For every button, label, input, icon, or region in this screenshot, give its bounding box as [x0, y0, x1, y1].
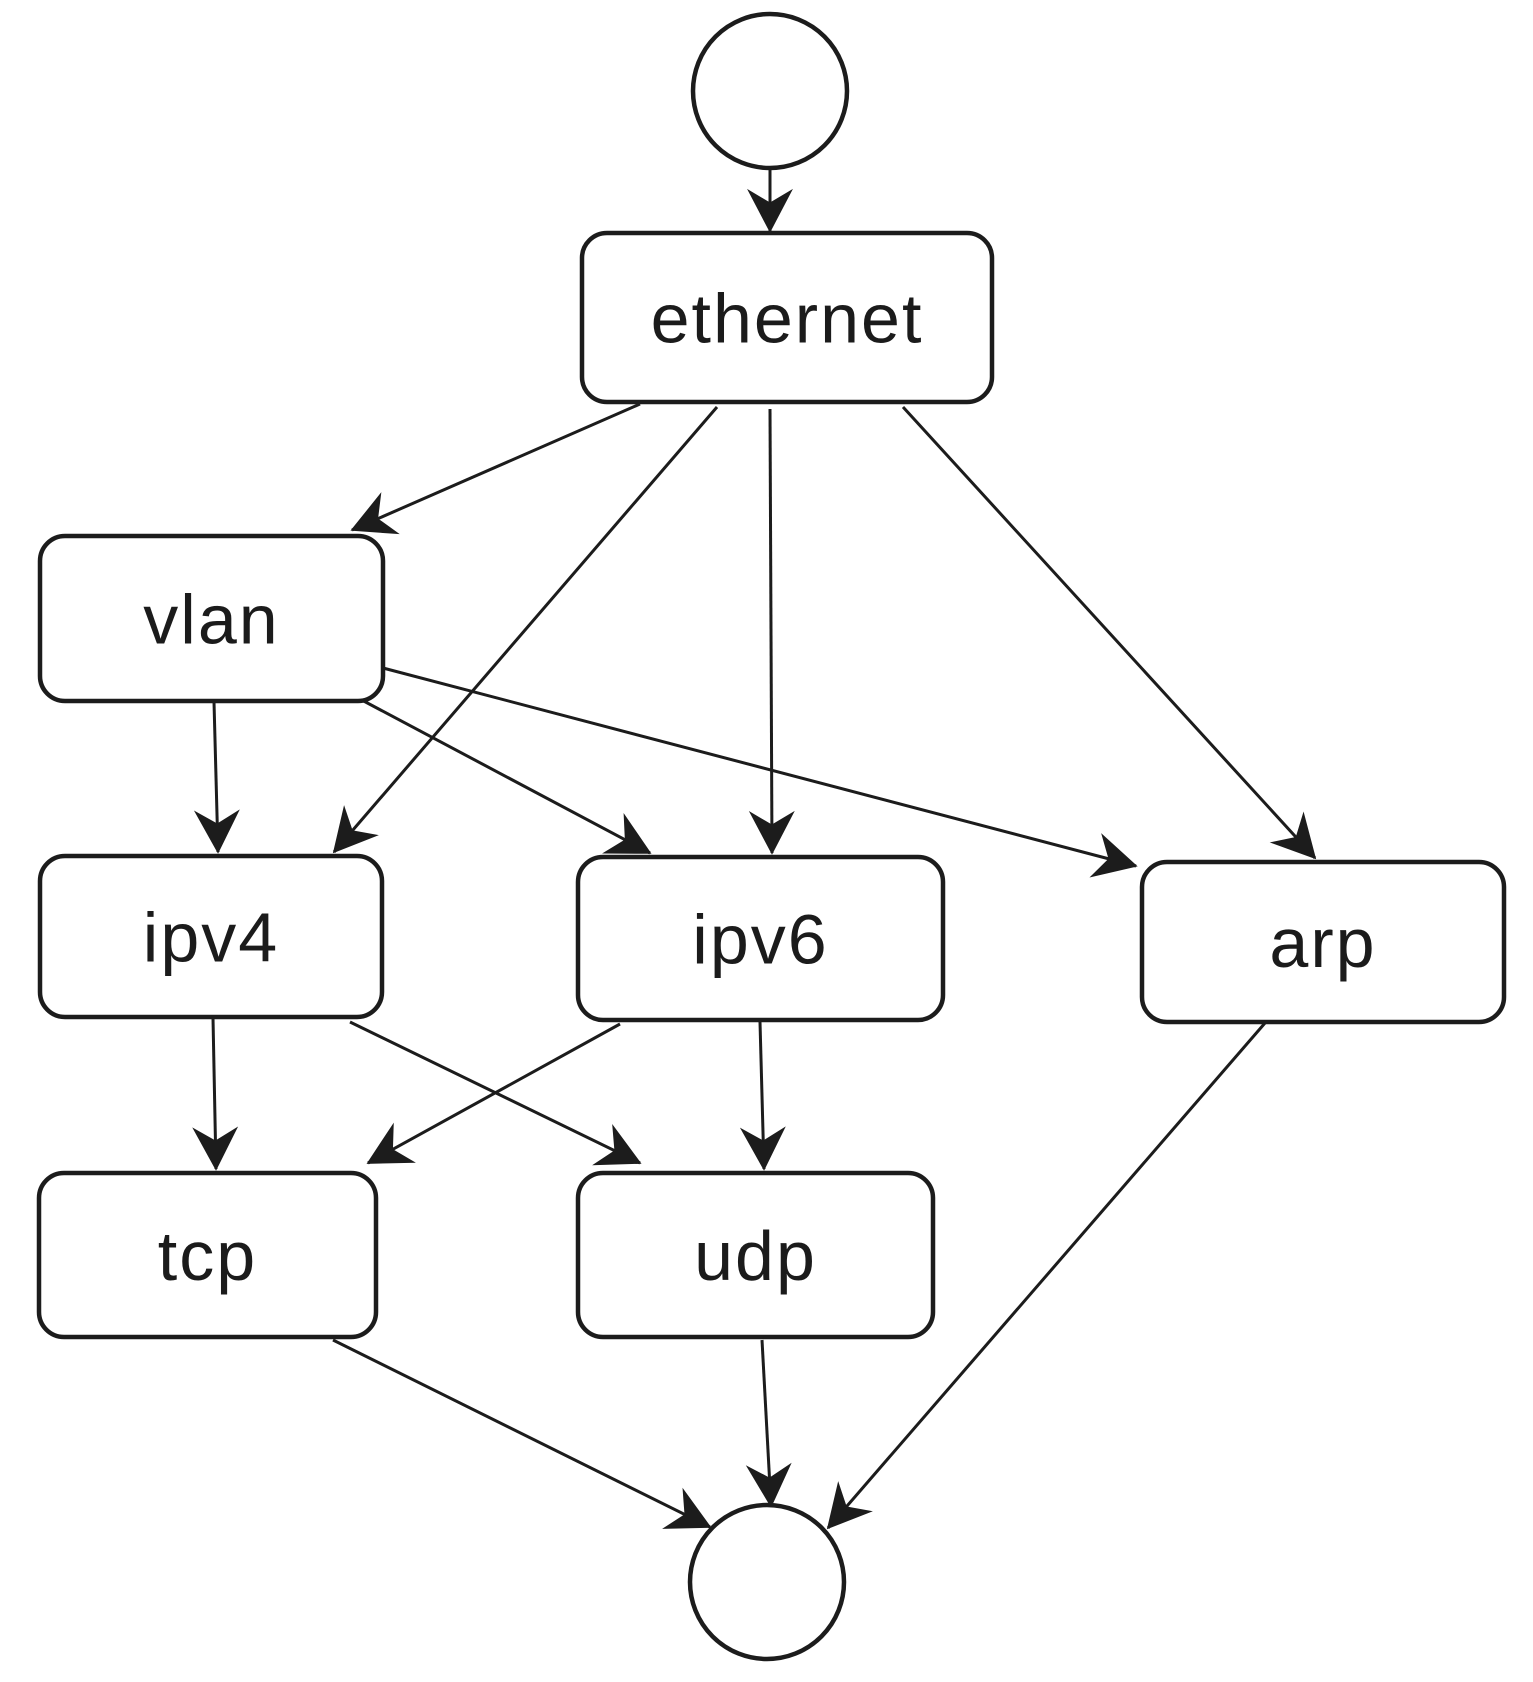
ethernet-label: ethernet: [651, 280, 924, 358]
edge-vlan-to-ipv4: [193, 701, 240, 854]
ipv4-label: ipv4: [143, 899, 279, 977]
nodes-layer: ethernet vlan ipv4 ipv6 arp tcp udp: [36, 11, 1507, 1662]
ipv6-label: ipv6: [692, 901, 828, 979]
edge-ethernet-to-vlan: [350, 402, 641, 535]
edges-layer: [192, 170, 1317, 1530]
edge-ipv6-to-tcp: [366, 1022, 621, 1165]
node-start: [690, 11, 850, 171]
edge-tcp-to-end: [332, 1338, 712, 1529]
node-tcp: tcp: [36, 1170, 379, 1340]
node-ethernet: ethernet: [579, 230, 995, 405]
tcp-box: [36, 1170, 379, 1340]
vlan-box: [37, 533, 386, 704]
node-arp: arp: [1139, 859, 1507, 1025]
edge-ethernet-to-ipv6: [748, 408, 795, 855]
tcp-label: tcp: [158, 1217, 257, 1295]
edge-ethernet-to-arp: [901, 405, 1317, 860]
vlan-label: vlan: [143, 581, 279, 659]
end-circle: [687, 1502, 847, 1662]
edge-ethernet-to-ipv4: [332, 406, 719, 854]
node-ipv4: ipv4: [37, 853, 385, 1020]
edge-vlan-to-arp: [382, 666, 1138, 878]
ethernet-box: [579, 230, 995, 405]
edge-arp-to-end: [826, 1022, 1267, 1530]
udp-box: [575, 1170, 936, 1340]
edge-ipv6-to-udp: [739, 1021, 786, 1171]
edge-vlan-to-ipv6: [357, 696, 652, 855]
arp-box: [1139, 859, 1507, 1025]
edge-udp-to-end: [745, 1339, 792, 1508]
node-ipv6: ipv6: [575, 854, 946, 1023]
arp-label: arp: [1269, 904, 1376, 982]
ipv6-box: [575, 854, 946, 1023]
ipv4-box: [37, 853, 385, 1020]
node-vlan: vlan: [37, 533, 386, 704]
udp-label: udp: [694, 1217, 817, 1295]
start-circle: [690, 11, 850, 171]
node-end: [687, 1502, 847, 1662]
node-udp: udp: [575, 1170, 936, 1340]
edge-ipv4-to-tcp: [192, 1017, 239, 1171]
